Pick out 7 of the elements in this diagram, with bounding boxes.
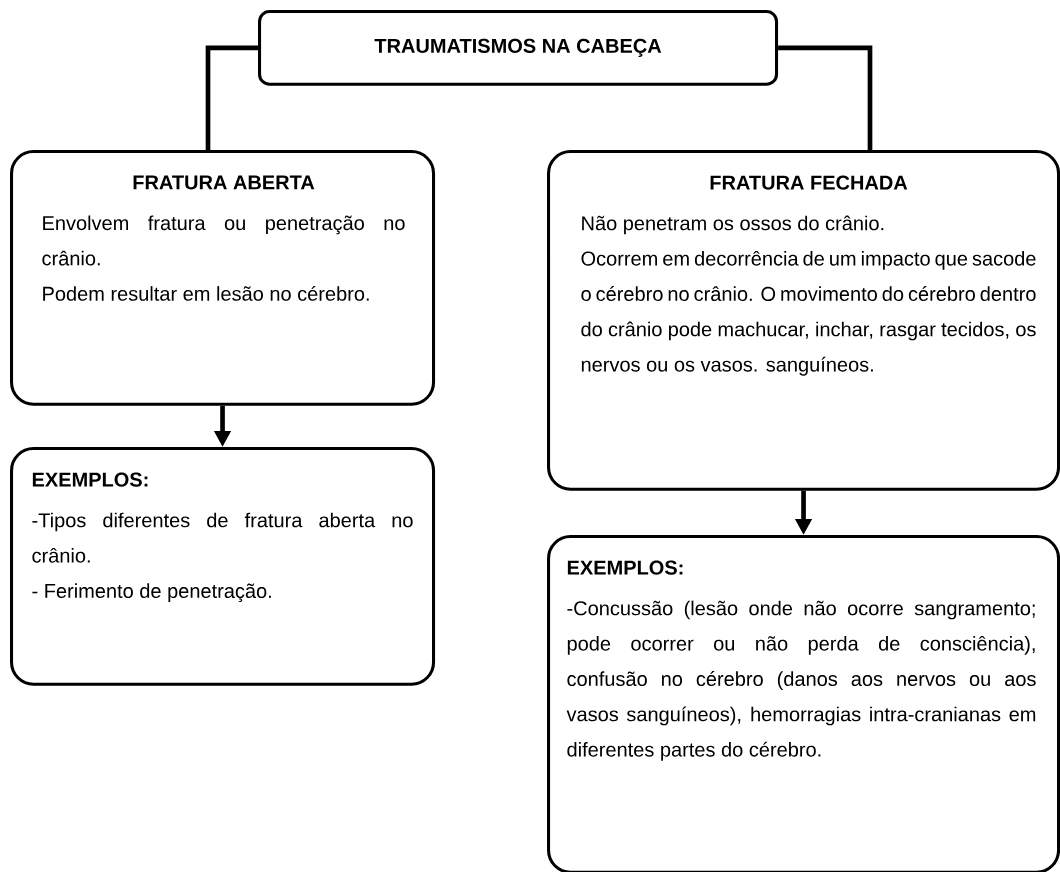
connector-line <box>205 45 258 150</box>
connector-line <box>778 45 873 150</box>
examples-box: EXEMPLOS: -Concussão (lesão onde não ocorre sangramento; pode ocorrer ou não perda de consciência), confusão no cérebro (danos aos nervos ou aos vasos sanguíneos), hemorragias intra-cranianas em diferentes partes do cérebro. <box>547 535 1060 872</box>
category-box: FRATURA ABERTA Envolvem fratura ou penetração no crânio. Podem resultar em lesão no cérebro. <box>10 150 436 406</box>
examples-box: EXEMPLOS: -Tipos diferentes de fratura aberta no crânio. - Ferimento de penetração. <box>10 447 436 686</box>
category-box: FRATURA FECHADA Não penetram os ossos do crânio. Ocorrem em decorrência de um impacto que sacode o cérebro no crânio. O movimento do cérebro dentro do crânio pode machucar, inchar, rasgar tecidos, os nervos ou os vasos. sanguíneos. <box>547 150 1060 491</box>
title-box: TRAUMATISMOS NA CABEÇA <box>258 10 779 86</box>
